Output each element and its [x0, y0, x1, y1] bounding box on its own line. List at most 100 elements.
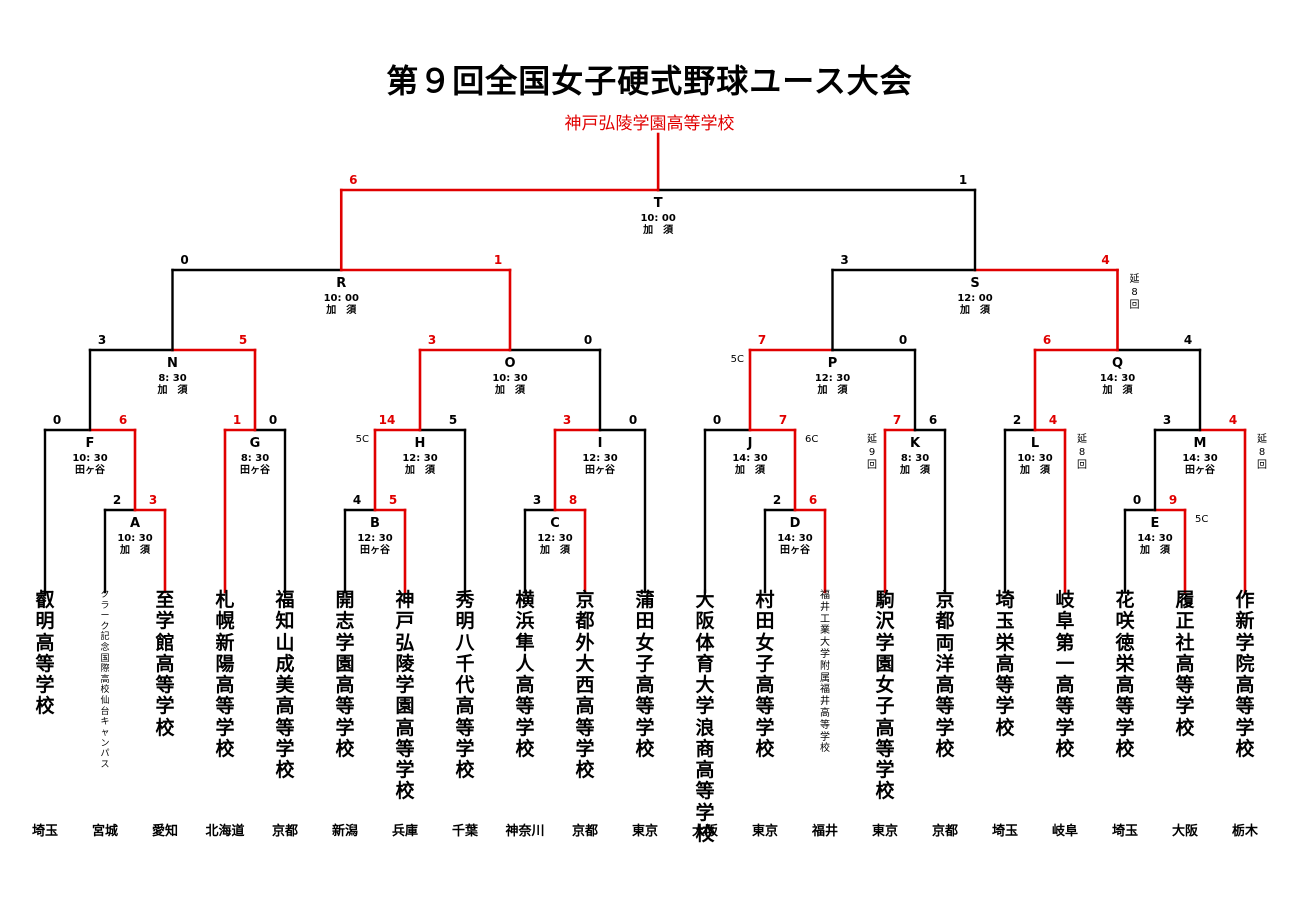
- match-score-O-right: 0: [584, 333, 592, 347]
- match-score-H-left: 14: [379, 413, 396, 427]
- match-time-H: 12: 30: [402, 453, 437, 464]
- match-time-F: 10: 30: [72, 453, 107, 464]
- match-score-T-right: 1: [959, 173, 967, 187]
- match-time-P: 12: 30: [815, 373, 850, 384]
- team-prefecture-16: 埼玉: [991, 824, 1018, 839]
- match-label-Q: Q: [1112, 356, 1123, 371]
- match-label-L: L: [1031, 436, 1039, 451]
- match-label-A: A: [130, 516, 140, 531]
- match-label-F: F: [86, 436, 95, 451]
- match-time-N: 8: 30: [158, 373, 186, 384]
- match-time-K: 8: 30: [901, 453, 929, 464]
- match-time-Q: 14: 30: [1100, 373, 1135, 384]
- team-prefecture-15: 京都: [931, 824, 958, 839]
- match-score-J-right: 7: [779, 413, 787, 427]
- match-time-M: 14: 30: [1182, 453, 1217, 464]
- match-label-R: R: [336, 276, 346, 291]
- match-score-K-left: 7: [893, 413, 901, 427]
- match-label-S: S: [970, 276, 979, 291]
- match-score-O-left: 3: [428, 333, 436, 347]
- team-name-12: 村田女子高等学校: [755, 589, 775, 760]
- match-score-C-left: 3: [533, 493, 541, 507]
- match-venue-D: 田ヶ谷: [780, 543, 811, 556]
- match-score-T-left: 6: [349, 173, 357, 187]
- match-score-B-left: 4: [353, 493, 361, 507]
- match-label-D: D: [790, 516, 801, 531]
- match-venue-N: 加 須: [157, 383, 189, 396]
- match-score-M-right: 4: [1229, 413, 1237, 427]
- match-score-G-left: 1: [233, 413, 241, 427]
- match-score-A-left: 2: [113, 493, 121, 507]
- team-name-3: 札幌新陽高等学校: [215, 589, 235, 760]
- match-venue-P: 加 須: [817, 383, 849, 396]
- team-name-17: 岐阜第一高等学校: [1055, 589, 1075, 760]
- match-score-I-left: 3: [563, 413, 571, 427]
- match-label-O: O: [504, 356, 515, 371]
- tournament-title: 第９回全国女子硬式野球ユース大会: [386, 62, 913, 100]
- team-prefecture-9: 京都: [571, 824, 598, 839]
- team-name-13: 福井工業大学附属福井高等学校: [820, 590, 830, 755]
- team-name-11: 大阪体育大学浪商高等学校: [695, 589, 715, 845]
- match-venue-A: 加 須: [119, 543, 151, 556]
- match-score-N-left: 3: [98, 333, 106, 347]
- team-prefecture-17: 岐阜: [1051, 824, 1078, 839]
- match-venue-E: 加 須: [1139, 543, 1171, 556]
- match-time-T: 10: 00: [640, 213, 675, 224]
- match-score-D-left: 2: [773, 493, 781, 507]
- team-name-9: 京都外大西高等学校: [575, 589, 595, 782]
- match-label-G: G: [250, 436, 261, 451]
- match-note-E-right: 5C: [1195, 514, 1208, 525]
- match-venue-C: 加 須: [539, 543, 571, 556]
- match-score-C-right: 8: [569, 493, 577, 507]
- match-venue-I: 田ヶ谷: [585, 463, 616, 476]
- match-score-D-right: 6: [809, 493, 817, 507]
- match-score-R-right: 1: [494, 253, 502, 267]
- match-venue-S: 加 須: [959, 303, 991, 316]
- match-score-F-right: 6: [119, 413, 127, 427]
- team-name-14: 駒沢学園女子高等学校: [875, 589, 895, 803]
- match-time-B: 12: 30: [357, 533, 392, 544]
- match-score-L-right: 4: [1049, 413, 1057, 427]
- match-time-E: 14: 30: [1137, 533, 1172, 544]
- match-venue-L: 加 須: [1019, 463, 1051, 476]
- match-label-J: J: [747, 436, 753, 451]
- match-score-P-left: 7: [758, 333, 766, 347]
- team-name-18: 花咲徳栄高等学校: [1115, 589, 1135, 760]
- team-name-0: 叡明高等学校: [35, 589, 55, 718]
- team-prefecture-6: 兵庫: [391, 824, 418, 839]
- match-note-P-left: 5C: [731, 354, 744, 365]
- team-name-6: 神戸弘陵学園高等学校: [395, 589, 415, 803]
- match-score-S-right: 4: [1101, 253, 1109, 267]
- match-score-F-left: 0: [53, 413, 61, 427]
- match-score-H-right: 5: [449, 413, 457, 427]
- team-prefecture-2: 愛知: [151, 824, 178, 839]
- match-venue-K: 加 須: [899, 463, 931, 476]
- match-label-K: K: [910, 436, 921, 451]
- match-venue-M: 田ヶ谷: [1185, 463, 1216, 476]
- match-time-D: 14: 30: [777, 533, 812, 544]
- match-label-E: E: [1151, 516, 1160, 531]
- match-venue-J: 加 須: [734, 463, 766, 476]
- team-prefecture-14: 東京: [871, 824, 898, 839]
- match-score-N-right: 5: [239, 333, 247, 347]
- match-time-A: 10: 30: [117, 533, 152, 544]
- match-note-H-left: 5C: [356, 434, 369, 445]
- match-label-C: C: [550, 516, 560, 531]
- match-time-G: 8: 30: [241, 453, 269, 464]
- match-score-E-left: 0: [1133, 493, 1141, 507]
- match-score-A-right: 3: [149, 493, 157, 507]
- team-name-2: 至学館高等学校: [155, 589, 175, 739]
- match-venue-O: 加 須: [494, 383, 526, 396]
- match-venue-B: 田ヶ谷: [360, 543, 391, 556]
- match-score-G-right: 0: [269, 413, 277, 427]
- match-score-Q-left: 6: [1043, 333, 1051, 347]
- team-prefecture-13: 福井: [811, 824, 838, 839]
- match-note-J-right: 6C: [805, 434, 818, 445]
- match-label-B: B: [370, 516, 380, 531]
- match-score-R-left: 0: [180, 253, 188, 267]
- match-time-R: 10: 00: [324, 293, 359, 304]
- team-prefecture-0: 埼玉: [31, 824, 58, 839]
